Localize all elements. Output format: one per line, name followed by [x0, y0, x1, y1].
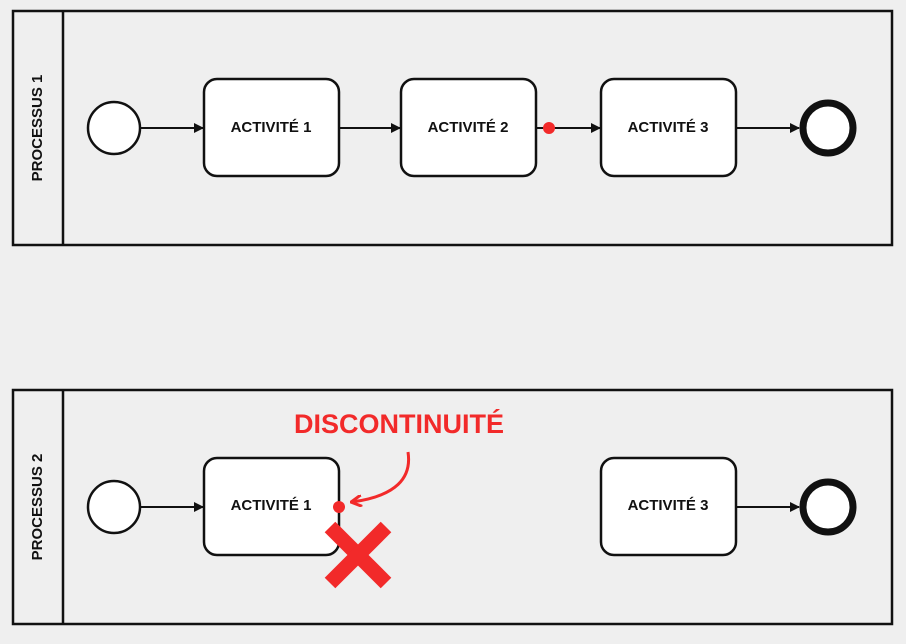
discontinuity-annotation: DISCONTINUITÉ — [294, 408, 504, 439]
task-label: ACTIVITÉ 1 — [231, 497, 312, 514]
start-event — [86, 479, 142, 535]
end-event — [799, 99, 857, 157]
task-label: ACTIVITÉ 3 — [628, 497, 709, 514]
task-activite-3[interactable]: ACTIVITÉ 3 — [599, 456, 738, 557]
pool-2-label: PROCESSUS 2 — [29, 454, 46, 561]
pool-processus-2: PROCESSUS 2 ACTIVITÉ 1 DISCONTINUITÉ ACT… — [11, 388, 894, 626]
pool-1-frame — [11, 9, 894, 247]
dot-marker — [333, 501, 345, 513]
pool-1-label: PROCESSUS 1 — [29, 75, 46, 182]
dot-marker — [543, 122, 555, 134]
task-label: ACTIVITÉ 1 — [231, 119, 312, 136]
start-event — [86, 100, 142, 156]
task-activite-1[interactable]: ACTIVITÉ 1 — [202, 456, 341, 557]
cross-icon — [324, 521, 392, 589]
curved-arrow-icon — [352, 451, 411, 502]
task-activite-3[interactable]: ACTIVITÉ 3 — [599, 77, 738, 178]
pool-2-frame — [11, 388, 894, 626]
end-event — [799, 478, 857, 536]
task-activite-2[interactable]: ACTIVITÉ 2 — [399, 77, 538, 178]
task-label: ACTIVITÉ 2 — [428, 119, 509, 136]
task-label: ACTIVITÉ 3 — [628, 119, 709, 136]
task-activite-1[interactable]: ACTIVITÉ 1 — [202, 77, 341, 178]
pool-processus-1: PROCESSUS 1 ACTIVITÉ 1 ACTIVITÉ 2 ACTIVI… — [11, 9, 894, 247]
